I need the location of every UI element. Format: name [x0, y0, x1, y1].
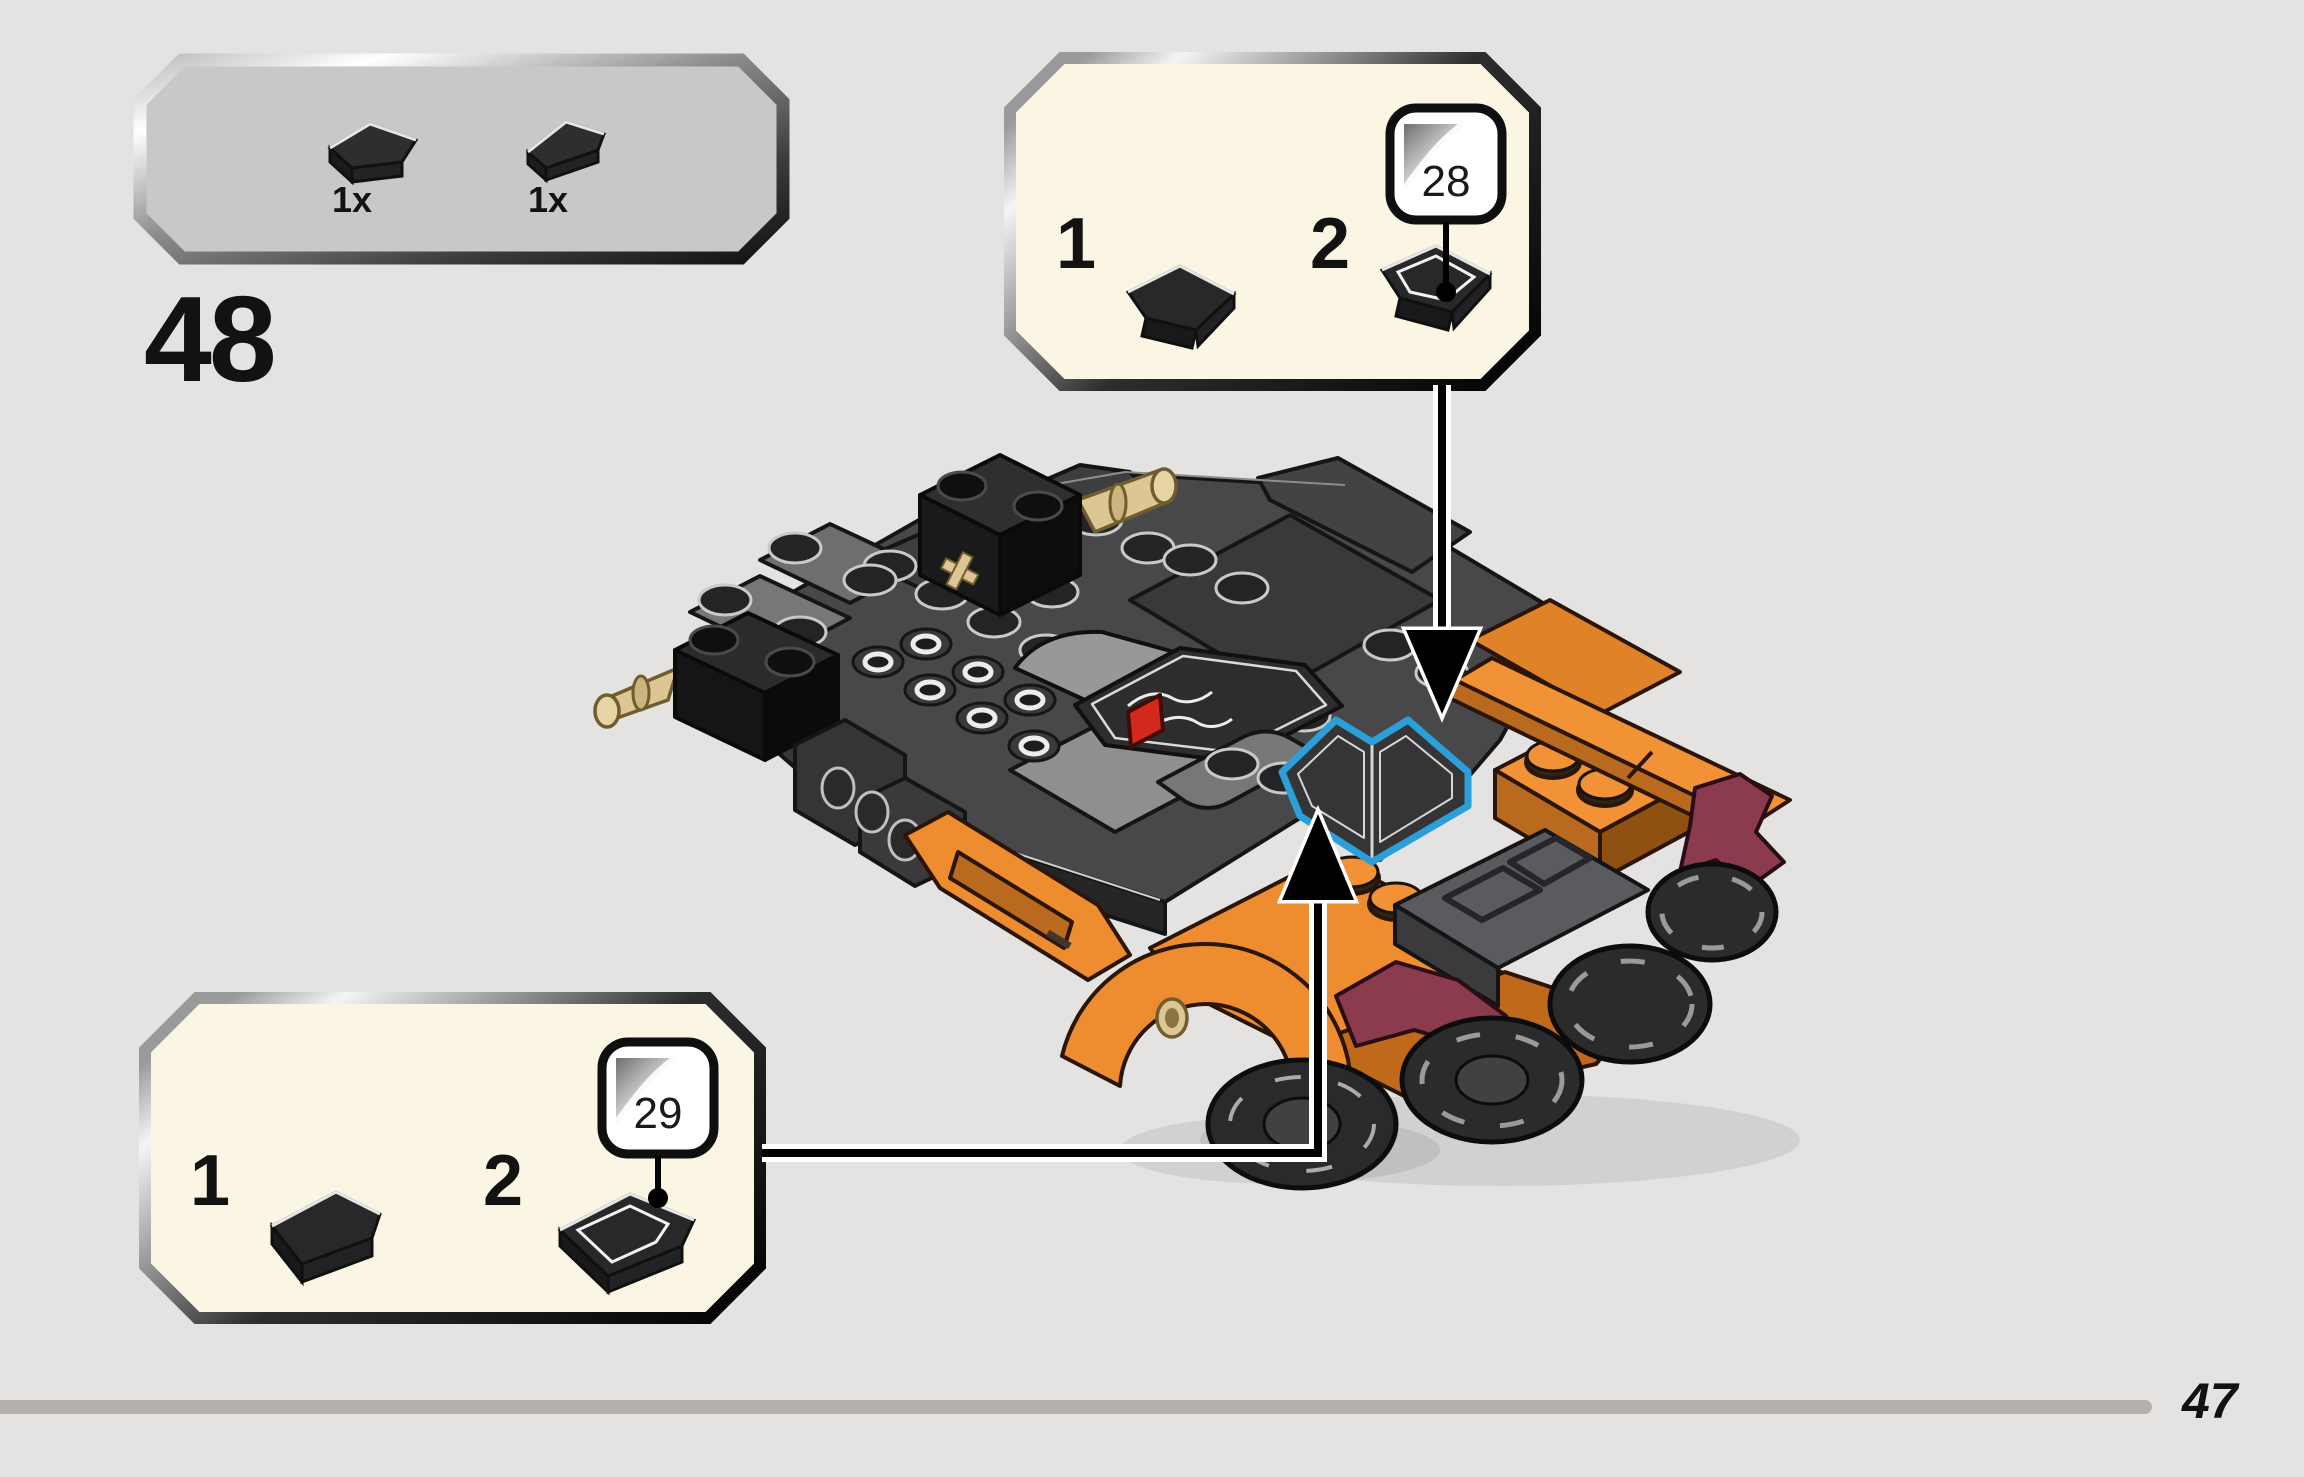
signature-script [1149, 715, 1233, 730]
substep-label-1: 1 [1055, 204, 1097, 284]
substep-label-2: 2 [1309, 204, 1351, 284]
wedge-tile-sticker-icon [1379, 244, 1493, 332]
side-sill-orange [903, 810, 1132, 982]
wheel [1399, 1015, 1585, 1145]
parts-box [133, 53, 790, 265]
signature-script [1127, 690, 1213, 708]
red-piece [1126, 693, 1165, 749]
page-divider-bar [0, 1400, 2152, 1414]
step-number: 48 [144, 271, 277, 407]
wheel [1547, 943, 1713, 1065]
maroon-aero [1334, 772, 1786, 1050]
diffuser [1393, 828, 1650, 1008]
down-arrow-icon [1400, 626, 1484, 723]
up-arrow-icon [1276, 804, 1360, 904]
substep-label-2: 2 [482, 1141, 524, 1221]
wedge-tile-icon [1125, 264, 1237, 350]
axle-hole-mark [940, 551, 980, 591]
substep-label-1: 1 [189, 1141, 231, 1221]
pin-brick-top [918, 453, 1178, 617]
dark-wedge-plate-icon [525, 120, 606, 184]
front-wheel [1205, 1057, 1399, 1191]
sticker-number: 29 [633, 1089, 683, 1138]
axle-pin [1155, 997, 1189, 1039]
callout-lines [762, 385, 1484, 1162]
wheel [1645, 861, 1779, 963]
sticker-number: 28 [1421, 157, 1471, 206]
part-qty: 1x [527, 179, 569, 220]
model [593, 453, 1800, 1191]
flat-wedge-plate-icon [269, 1190, 382, 1287]
part-qty: 1x [331, 179, 373, 220]
wheels [1399, 861, 1779, 1145]
flat-wedge-plate-sticker-icon [557, 1192, 697, 1296]
substep-callout-top [1004, 52, 1541, 391]
substep-callout-bottom [139, 992, 766, 1324]
page-number: 47 [2182, 1373, 2238, 1429]
pin-brick-left [593, 611, 840, 762]
dark-wedge-tile-icon [327, 122, 419, 186]
